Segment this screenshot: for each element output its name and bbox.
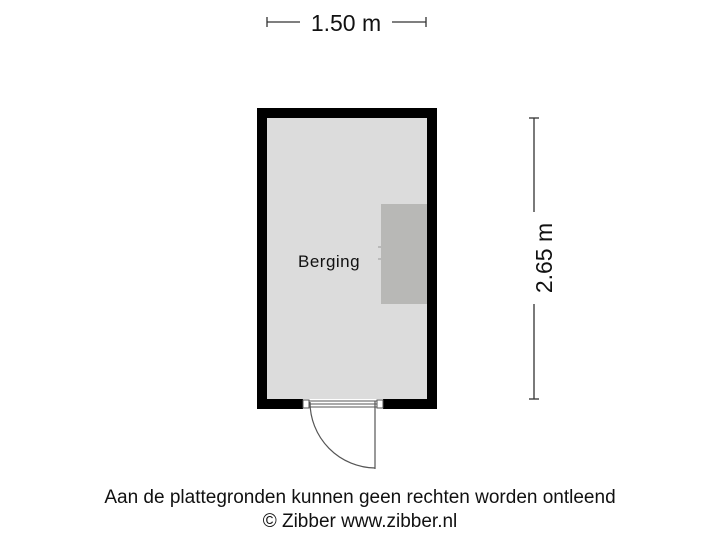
storage-tick-marks [378,246,381,260]
copyright-text: © Zibber www.zibber.nl [262,511,458,532]
width-dimension-label: 1.50 m [300,8,392,38]
height-dimension-label: 2.65 m [529,212,559,304]
door-frame [302,399,384,409]
disclaimer-text: Aan de plattegronden kunnen geen rechten… [104,487,616,508]
room-label-berging: Berging [298,252,361,271]
door [309,401,376,469]
walls [257,108,437,409]
storage-block [381,204,427,304]
